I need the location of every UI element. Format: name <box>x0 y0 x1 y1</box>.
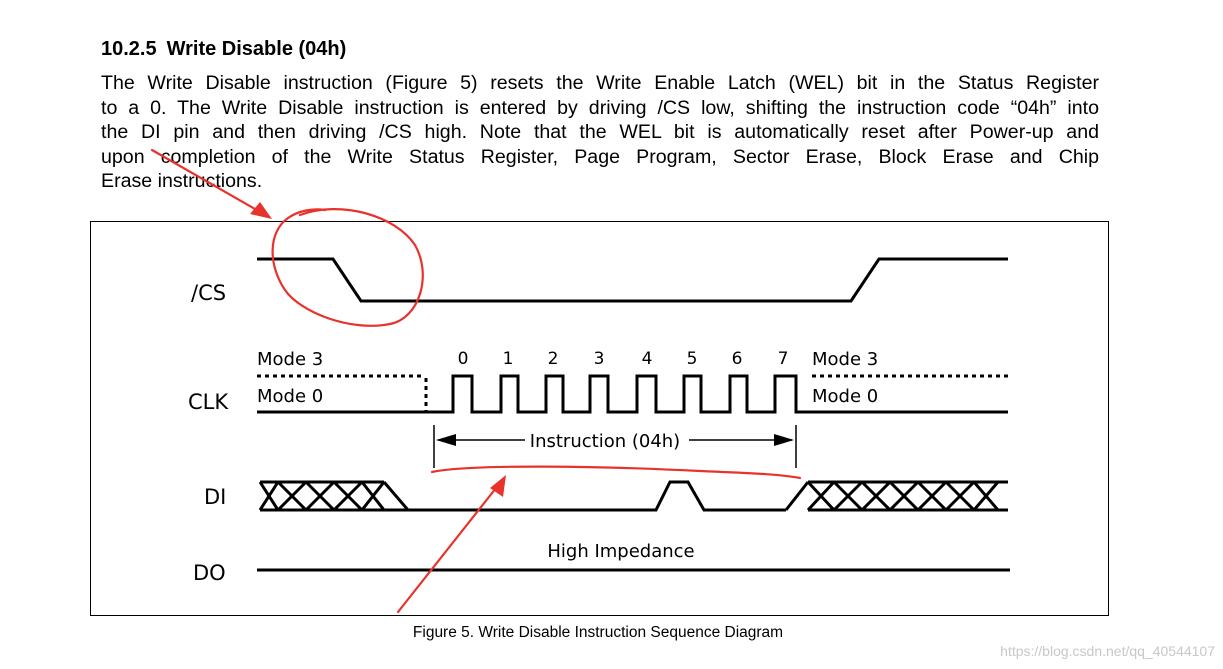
clk-waveform <box>257 374 1008 414</box>
clock-number: 4 <box>642 349 653 369</box>
red-underline <box>430 465 802 480</box>
paragraph-line: to a 0. The Write Disable instruction is… <box>101 96 1099 119</box>
paragraph-line: the DI pin and then driving /CS high. No… <box>101 121 1099 144</box>
description-paragraph: The Write Disable instruction (Figure 5)… <box>101 71 1099 194</box>
cs-signal-label: /CS <box>191 281 226 305</box>
clock-number: 6 <box>732 349 743 369</box>
clock-number: 1 <box>503 349 514 369</box>
clk-signal-label: CLK <box>188 390 229 414</box>
red-annotations <box>150 148 802 614</box>
section-number: 10.2.5 <box>101 38 157 60</box>
clock-number: 2 <box>548 349 559 369</box>
timing-diagram-frame <box>90 221 1109 616</box>
mode0-left-label: Mode 0 <box>257 386 323 407</box>
paragraph-line: Erase instructions. <box>101 170 263 193</box>
paragraph-line: The Write Disable instruction (Figure 5)… <box>101 72 1099 94</box>
red-arrowhead-top <box>250 202 272 219</box>
watermark: https://blog.csdn.net/qq_40544107 <box>1000 643 1215 659</box>
do-signal-label: DO <box>193 561 226 585</box>
red-circle <box>271 208 424 327</box>
mode3-left-label: Mode 3 <box>257 349 323 370</box>
high-impedance-label: High Impedance <box>547 541 694 562</box>
instruction-label: Instruction (04h) <box>530 431 680 452</box>
paragraph-line: upon completion of the Write Status Regi… <box>101 145 1099 168</box>
clock-number: 0 <box>458 349 469 369</box>
clock-number: 3 <box>594 349 605 369</box>
mode0-right-label: Mode 0 <box>812 386 878 407</box>
di-signal-label: DI <box>204 485 226 509</box>
cs-waveform <box>257 257 1008 303</box>
clock-number: 5 <box>687 349 698 369</box>
section-title: Write Disable (04h) <box>166 38 347 60</box>
instruction-span-marker <box>433 425 797 468</box>
red-arrow-bottom <box>396 481 502 614</box>
section-heading: 10.2.5 Write Disable (04h) <box>101 38 346 61</box>
red-arrowhead-bottom <box>490 475 506 497</box>
clock-number: 7 <box>778 349 789 369</box>
red-arrow-top <box>150 148 264 215</box>
figure-caption: Figure 5. Write Disable Instruction Sequ… <box>412 624 784 641</box>
clock-bit-numbers: 0 1 2 3 4 5 6 7 <box>458 349 789 369</box>
mode3-right-label: Mode 3 <box>812 349 878 370</box>
di-waveform <box>258 480 1008 512</box>
